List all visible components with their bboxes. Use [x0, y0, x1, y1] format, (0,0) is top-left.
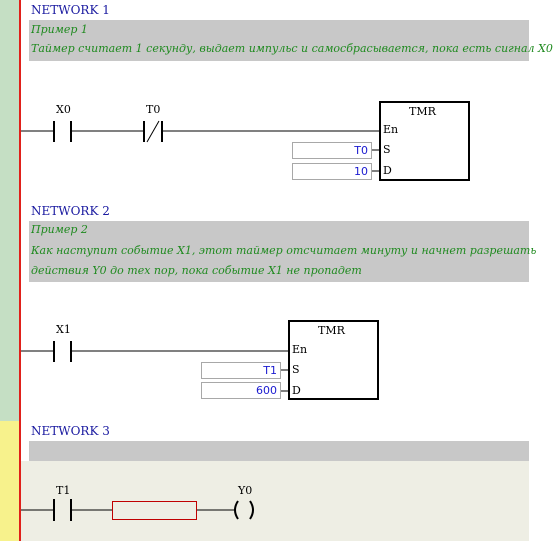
contact-x1-label: X1 — [56, 323, 71, 336]
network-3-comment[interactable] — [29, 441, 529, 461]
tmr-block-2-pin-d: D — [292, 384, 301, 397]
coil-y0-left-arc — [234, 500, 239, 520]
network-2-comment-line-1: Пример 2 — [31, 223, 88, 236]
tmr-block-1-pin-d: D — [383, 164, 392, 177]
power-rail — [19, 0, 21, 541]
tmr-block-1-title: TMR — [409, 105, 436, 118]
tmr-block-1-d-param[interactable]: 10 — [292, 163, 372, 180]
tmr-block-1-s-param[interactable]: T0 — [292, 142, 372, 159]
coil-y0-right-arc — [249, 500, 254, 520]
network-3-title[interactable]: NETWORK 3 — [31, 424, 110, 438]
tmr-block-2-title: TMR — [318, 324, 345, 337]
tmr-block-1-pin-en: En — [383, 123, 399, 136]
tmr-block-2-pin-s: S — [292, 363, 300, 376]
network-2-comment[interactable]: Пример 2 Как наступит событие X1, этот т… — [29, 221, 536, 282]
contact-t1-label: T1 — [56, 484, 71, 497]
active-network-background — [21, 461, 529, 541]
network-1-title[interactable]: NETWORK 1 — [31, 3, 110, 17]
tmr-block-1[interactable]: TMR En S D — [379, 101, 470, 181]
ladder-wiring — [21, 120, 379, 521]
tmr-block-2-d-param[interactable]: 600 — [201, 382, 281, 399]
network-1-comment-line-2: Таймер считает 1 секунду, выдает импульс… — [31, 42, 553, 55]
tmr-block-2-s-param[interactable]: T1 — [201, 362, 281, 379]
left-gutter-inactive — [0, 0, 19, 421]
left-gutter-active — [0, 421, 19, 541]
network-1-comment[interactable]: Пример 1 Таймер считает 1 секунду, выдае… — [29, 20, 553, 61]
contact-t0-slash — [146, 120, 160, 143]
empty-element-cursor[interactable] — [112, 501, 197, 520]
network-1-comment-line-1: Пример 1 — [31, 23, 88, 36]
contact-x0-label: X0 — [56, 103, 71, 116]
tmr-block-1-pin-s: S — [383, 143, 391, 156]
network-2-comment-line-2: Как наступит событие X1, этот таймер отс… — [31, 244, 537, 257]
network-2-title[interactable]: NETWORK 2 — [31, 204, 110, 218]
coil-y0-label: Y0 — [238, 484, 253, 497]
network-2-comment-line-3: действия Y0 до тех пор, пока событие X1 … — [31, 264, 362, 277]
contact-t0-label: T0 — [146, 103, 161, 116]
tmr-block-2[interactable]: TMR En S D — [288, 320, 379, 400]
tmr-block-2-pin-en: En — [292, 343, 308, 356]
